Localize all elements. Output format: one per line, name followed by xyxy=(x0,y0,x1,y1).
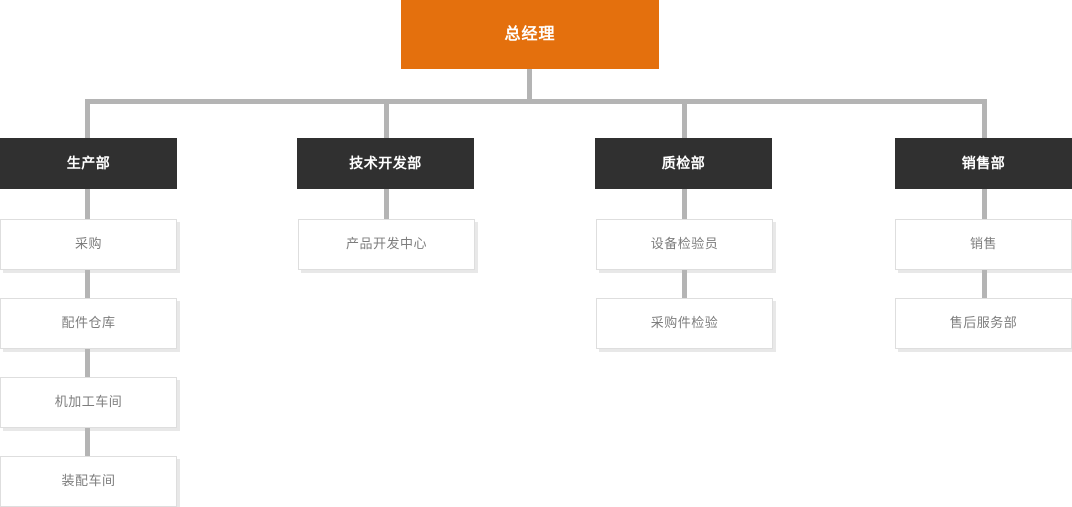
node-dept-production-label: 生产部 xyxy=(66,154,111,171)
node-leaf-machining-workshop-label: 机加工车间 xyxy=(54,394,123,410)
node-root-general-manager[interactable]: 总经理 xyxy=(401,0,659,69)
connector-sales-to-child-1 xyxy=(982,189,987,219)
node-leaf-machining-workshop[interactable]: 机加工车间 xyxy=(0,377,177,428)
node-dept-sales[interactable]: 销售部 xyxy=(895,138,1072,189)
node-leaf-parts-warehouse[interactable]: 配件仓库 xyxy=(0,298,177,349)
connector-production-to-child-2 xyxy=(85,270,90,298)
connector-technology-to-child-1 xyxy=(384,189,389,219)
node-leaf-equipment-inspector-label: 设备检验员 xyxy=(650,236,719,252)
node-dept-technology[interactable]: 技术开发部 xyxy=(297,138,474,189)
node-leaf-after-sales-service-label: 售后服务部 xyxy=(949,315,1018,331)
connector-drop-dept-4 xyxy=(982,99,987,138)
connector-root-stem xyxy=(527,69,532,103)
node-leaf-parts-warehouse-label: 配件仓库 xyxy=(61,315,116,331)
node-leaf-product-development-center[interactable]: 产品开发中心 xyxy=(298,219,475,270)
connector-drop-dept-1 xyxy=(85,99,90,138)
node-leaf-assembly-workshop[interactable]: 装配车间 xyxy=(0,456,177,507)
connector-quality-to-child-2 xyxy=(682,270,687,298)
node-dept-technology-label: 技术开发部 xyxy=(349,154,422,171)
connector-sales-to-child-2 xyxy=(982,270,987,298)
connector-production-to-child-4 xyxy=(85,428,90,456)
node-leaf-product-development-center-label: 产品开发中心 xyxy=(345,236,427,252)
node-root-label: 总经理 xyxy=(504,25,556,43)
node-leaf-sales[interactable]: 销售 xyxy=(895,219,1072,270)
node-dept-quality-label: 质检部 xyxy=(661,154,706,171)
node-dept-sales-label: 销售部 xyxy=(961,154,1006,171)
node-leaf-equipment-inspector[interactable]: 设备检验员 xyxy=(596,219,773,270)
node-leaf-purchased-parts-inspection-label: 采购件检验 xyxy=(650,315,719,331)
connector-production-to-child-1 xyxy=(85,189,90,219)
node-leaf-after-sales-service[interactable]: 售后服务部 xyxy=(895,298,1072,349)
node-dept-production[interactable]: 生产部 xyxy=(0,138,177,189)
node-leaf-purchased-parts-inspection[interactable]: 采购件检验 xyxy=(596,298,773,349)
node-dept-quality[interactable]: 质检部 xyxy=(595,138,772,189)
connector-trunk-horizontal xyxy=(85,99,987,104)
connector-drop-dept-3 xyxy=(682,99,687,138)
node-leaf-sales-label: 销售 xyxy=(969,236,997,252)
node-leaf-assembly-workshop-label: 装配车间 xyxy=(61,473,116,489)
node-leaf-procurement[interactable]: 采购 xyxy=(0,219,177,270)
connector-quality-to-child-1 xyxy=(682,189,687,219)
connector-drop-dept-2 xyxy=(384,99,389,138)
node-leaf-procurement-label: 采购 xyxy=(74,236,102,252)
connector-production-to-child-3 xyxy=(85,349,90,377)
